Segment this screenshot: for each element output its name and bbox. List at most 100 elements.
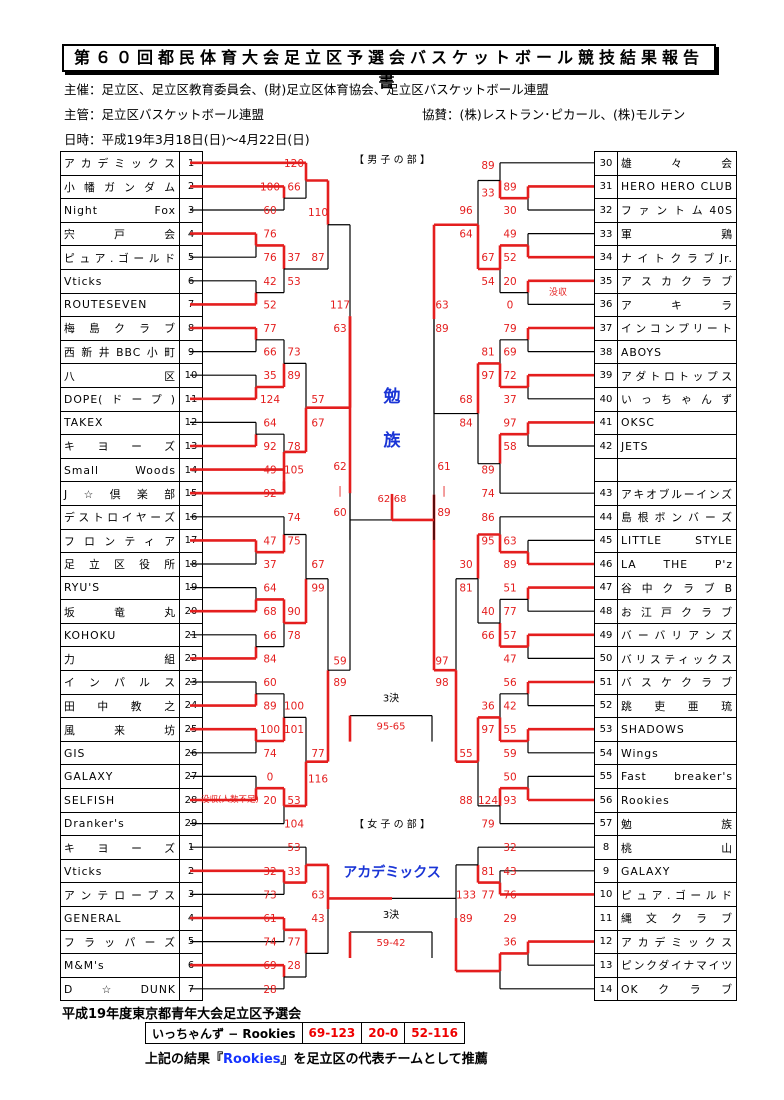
score-label: 74 <box>287 512 301 524</box>
score-label: 55 <box>503 724 516 736</box>
left-team-row: DOPE(ドープ)11 <box>60 386 203 412</box>
team-number: 34 <box>594 245 618 270</box>
score-label: 47 <box>263 535 276 547</box>
team-number: 56 <box>594 788 618 813</box>
team-name: 雄 々 会 <box>617 151 737 176</box>
score-label: 63 <box>435 299 448 311</box>
score-label: 66 <box>481 630 495 642</box>
score-label: 64 <box>459 229 473 241</box>
men-final-right-2: | <box>442 485 446 497</box>
team-number: 31 <box>594 174 618 200</box>
team-number: 51 <box>594 670 618 695</box>
score-label: 28 <box>263 984 276 996</box>
team-name: 西新井BBC小町 <box>60 339 180 365</box>
score-label: 60 <box>263 205 276 217</box>
team-name: ファントム40S <box>617 198 737 223</box>
score-label: 49 <box>263 465 276 477</box>
team-number: 40 <box>594 386 618 412</box>
score-label: 0 <box>507 299 514 311</box>
score-label: 110 <box>308 207 328 219</box>
score-label: 124 <box>260 394 280 406</box>
score-label: 63 <box>503 535 516 547</box>
score-label: 42 <box>263 276 276 288</box>
team-name: 勉 族 <box>617 811 737 837</box>
score-label: 56 <box>503 677 517 689</box>
score-label: 30 <box>459 559 472 571</box>
score-label: 37 <box>503 394 516 406</box>
team-name: RYU'S <box>60 575 180 601</box>
team-name: DOPE(ドープ) <box>60 386 180 412</box>
team-name: アキオブルーインズ <box>617 481 737 506</box>
score-label: 67 <box>311 559 324 571</box>
score-label: 77 <box>287 937 300 949</box>
score-label: 89 <box>435 323 448 335</box>
score-label: 90 <box>287 606 300 618</box>
score-label: 57 <box>311 394 324 406</box>
score-label: 53 <box>287 795 300 807</box>
score-label: 69 <box>263 960 276 972</box>
score-label: 76 <box>503 889 517 901</box>
team-number: 36 <box>594 292 618 318</box>
score-label: 76 <box>263 252 277 264</box>
result-note: 上記の結果『Rookies』を足立区の代表チームとして推薦 <box>145 1048 488 1067</box>
men-final-left-2: | <box>338 485 342 497</box>
team-name: お江戸クラブ <box>617 599 737 624</box>
score-label: 68 <box>459 394 472 406</box>
score-label: 116 <box>308 773 328 785</box>
team-name: フラッパーズ <box>60 929 180 955</box>
team-name: 足立区役所 <box>60 552 180 577</box>
score-label: 59 <box>503 748 516 760</box>
score-label: 55 <box>459 748 472 760</box>
team-number: 30 <box>594 151 618 176</box>
left-team-row: SELFISH28 <box>60 788 203 813</box>
score-label: 43 <box>503 866 516 878</box>
left-team-row: フラッパーズ5 <box>60 929 203 955</box>
score-label: 89 <box>503 181 516 193</box>
score-label: 100 <box>284 701 304 713</box>
team-name: GALAXY <box>60 764 180 790</box>
team-number: 49 <box>594 622 618 648</box>
team-name: ピュア.ゴールド <box>617 882 737 907</box>
team-number: 11 <box>594 906 618 931</box>
women-champion: アカデミックス <box>343 864 441 881</box>
score-label: 73 <box>287 347 300 359</box>
score-label: 58 <box>503 441 516 453</box>
score-label: 57 <box>503 630 516 642</box>
youth-game-2: 20-0 <box>361 1022 406 1044</box>
score-label: 33 <box>481 187 494 199</box>
score-label: 95 <box>481 535 494 547</box>
score-label: 36 <box>503 937 517 949</box>
team-name: ROUTESEVEN <box>60 292 180 318</box>
score-label: 97 <box>481 370 494 382</box>
team-name: 八 区 <box>60 363 180 388</box>
score-label: 37 <box>287 252 300 264</box>
team-name: SELFISH <box>60 788 180 813</box>
team-name: 田 中 教 之 <box>60 693 180 719</box>
men-final-result: 62-68 <box>377 494 406 505</box>
team-name: ピンクダイナマイツ <box>617 953 737 978</box>
score-label: 101 <box>284 724 304 736</box>
team-name: デストロイヤーズ <box>60 504 180 530</box>
team-name: 島根ボンバーズ <box>617 504 737 530</box>
score-label: 75 <box>287 535 300 547</box>
score-label: 52 <box>503 252 516 264</box>
score-label: 59 <box>333 655 346 667</box>
score-label: 64 <box>263 583 277 595</box>
organizer-line: 主管：足立区バスケットボール連盟 <box>64 107 265 122</box>
score-label: 79 <box>481 819 494 831</box>
score-label: 20 <box>263 795 276 807</box>
